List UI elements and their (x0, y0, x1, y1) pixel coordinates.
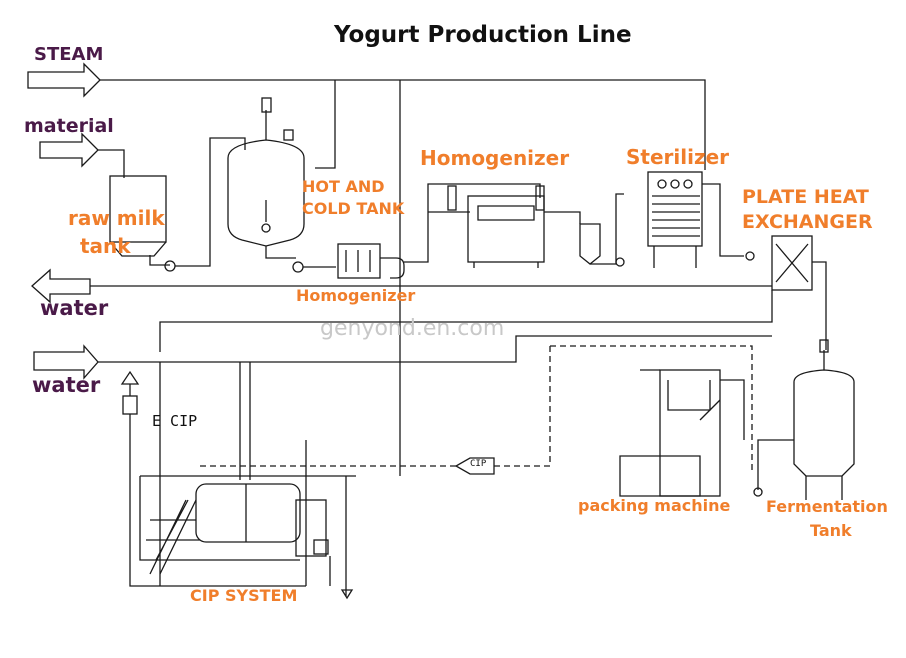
hot-cold-tank-icon (227, 139, 305, 247)
hot-cold-tank-label-line2: COLD TANK (302, 199, 405, 218)
cip-tank-icon (195, 483, 301, 543)
plate-heat-exchanger-icon (771, 235, 813, 291)
plate-heat-exchanger-label-line2: EXCHANGER (742, 211, 873, 233)
raw-milk-tank-label-line2: tank (80, 234, 131, 258)
cip-dashed-line (494, 345, 753, 474)
steam-label: STEAM (34, 44, 104, 65)
steam-arrow-icon (27, 62, 101, 98)
material-arrow-icon (39, 132, 99, 168)
page-title: Yogurt Production Line (334, 22, 632, 48)
packing-machine-icon (659, 369, 721, 497)
fermentation-tank-label-line2: Tank (810, 521, 852, 540)
plate-heat-exchanger-label-line1: PLATE HEAT (742, 186, 869, 208)
raw-milk-tank-icon (109, 175, 167, 243)
homogenizer-pump-icon (337, 243, 381, 279)
homogenizer-pump-label: Homogenizer (296, 286, 416, 305)
hot-cold-tank-label-line1: HOT AND (302, 177, 385, 196)
material-label: material (24, 115, 114, 137)
sterilizer-label: Sterilizer (626, 145, 730, 169)
watermark: genyond.en.com (320, 316, 505, 341)
cip-tag-label: CIP (470, 459, 487, 469)
water-in-label: water (32, 373, 101, 397)
water-in-arrow-icon (33, 344, 99, 380)
homogenizer-icon (467, 195, 545, 263)
fermentation-tank-icon (793, 369, 855, 477)
water-out-label: water (40, 296, 109, 320)
homogenizer-label: Homogenizer (420, 146, 570, 170)
cip-system-label: CIP SYSTEM (190, 586, 298, 605)
cip-outlet-arrow-icon (120, 370, 140, 385)
fermentation-tank-label-line1: Fermentation (766, 497, 888, 516)
e-cip-label: E CIP (152, 412, 198, 430)
cip-return-arrow-icon (454, 457, 495, 475)
packing-machine-label: packing machine (578, 496, 731, 515)
raw-milk-tank-label-line1: raw milk (68, 206, 165, 230)
sterilizer-icon (647, 171, 703, 247)
